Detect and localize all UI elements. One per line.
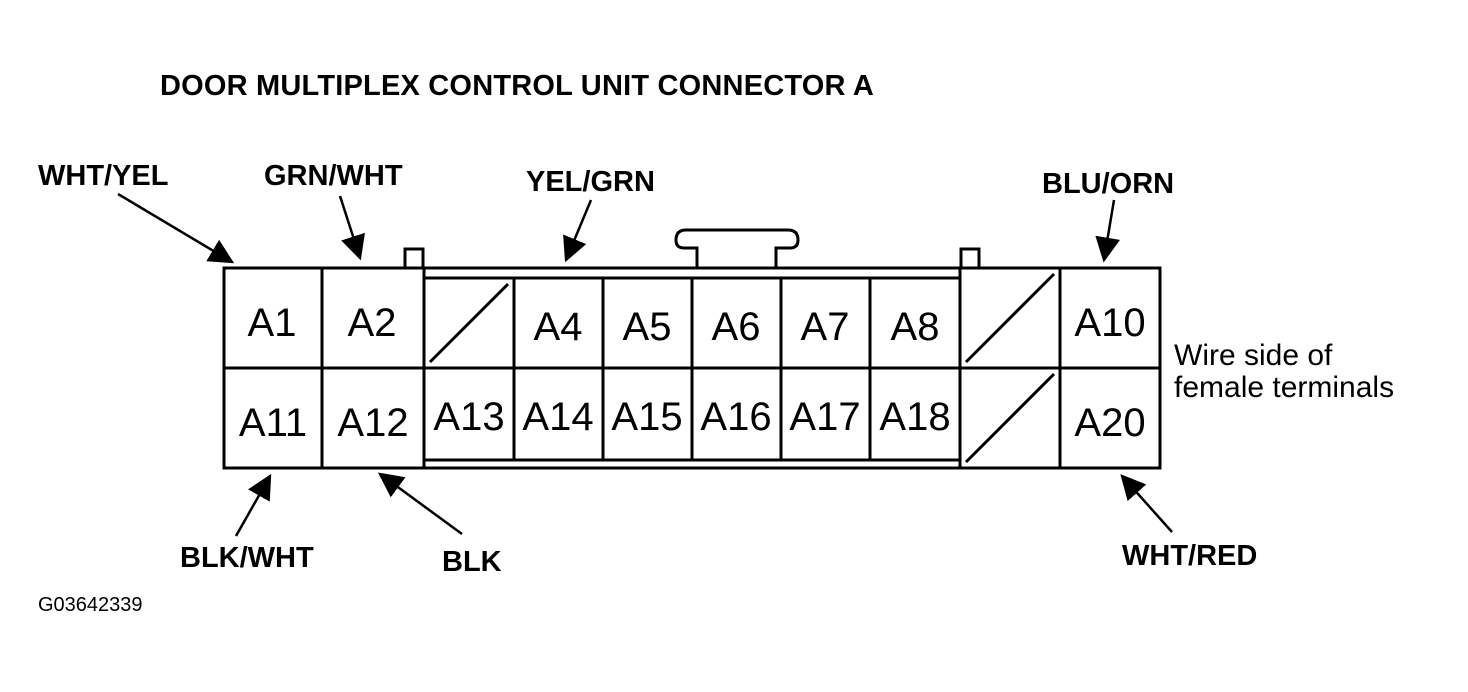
leader-arrow-a12 — [377, 472, 463, 536]
terminal-a8: A8 — [891, 305, 940, 349]
guide-peg-right — [959, 247, 981, 270]
terminal-a2: A2 — [348, 301, 397, 345]
terminal-a15: A15 — [611, 395, 682, 439]
terminal-a12: A12 — [337, 401, 408, 445]
terminal-a7: A7 — [801, 305, 850, 349]
wire-label-a11: BLK/WHT — [180, 542, 314, 574]
empty-cavity-a19 — [964, 372, 1056, 464]
wire-label-a20: WHT/RED — [1122, 540, 1258, 572]
figure-id: G03642339 — [38, 594, 143, 616]
empty-cavity-a3 — [428, 282, 510, 364]
leader-arrow-a1 — [117, 192, 235, 264]
wire-label-a2: GRN/WHT — [264, 160, 403, 192]
wire-side-note-line2: female terminals — [1174, 371, 1395, 404]
terminal-a16: A16 — [700, 395, 771, 439]
terminal-a4: A4 — [534, 305, 583, 349]
leader-arrow-a11 — [234, 473, 272, 537]
terminal-a18: A18 — [879, 395, 950, 439]
wire-label-a3-area: YEL/GRN — [526, 166, 655, 198]
guide-peg-left — [403, 247, 425, 270]
terminal-a11: A11 — [239, 401, 307, 445]
wire-side-note-line1: Wire side of — [1174, 339, 1333, 372]
wire-label-a12: BLK — [442, 546, 502, 578]
terminal-a10: A10 — [1074, 301, 1145, 345]
wire-side-note: Wire side of female terminals — [1174, 340, 1394, 404]
terminal-a17: A17 — [789, 395, 860, 439]
wire-label-a1: WHT/YEL — [38, 160, 169, 192]
empty-cavity-a9 — [964, 272, 1056, 364]
terminal-a14: A14 — [522, 395, 593, 439]
leader-arrow-a3-area — [563, 199, 593, 263]
diagram-title: DOOR MULTIPLEX CONTROL UNIT CONNECTOR A — [160, 70, 874, 102]
terminal-a20: A20 — [1074, 401, 1145, 445]
terminal-a6: A6 — [712, 305, 761, 349]
terminal-a5: A5 — [623, 305, 672, 349]
leader-arrow-a20 — [1120, 474, 1173, 533]
terminal-a1: A1 — [248, 301, 297, 345]
leader-arrow-a2 — [338, 195, 365, 261]
connector-lock-tab — [674, 228, 800, 268]
wire-label-a10: BLU/ORN — [1042, 168, 1175, 200]
terminal-a13: A13 — [433, 395, 504, 439]
leader-arrow-a10 — [1095, 199, 1121, 263]
